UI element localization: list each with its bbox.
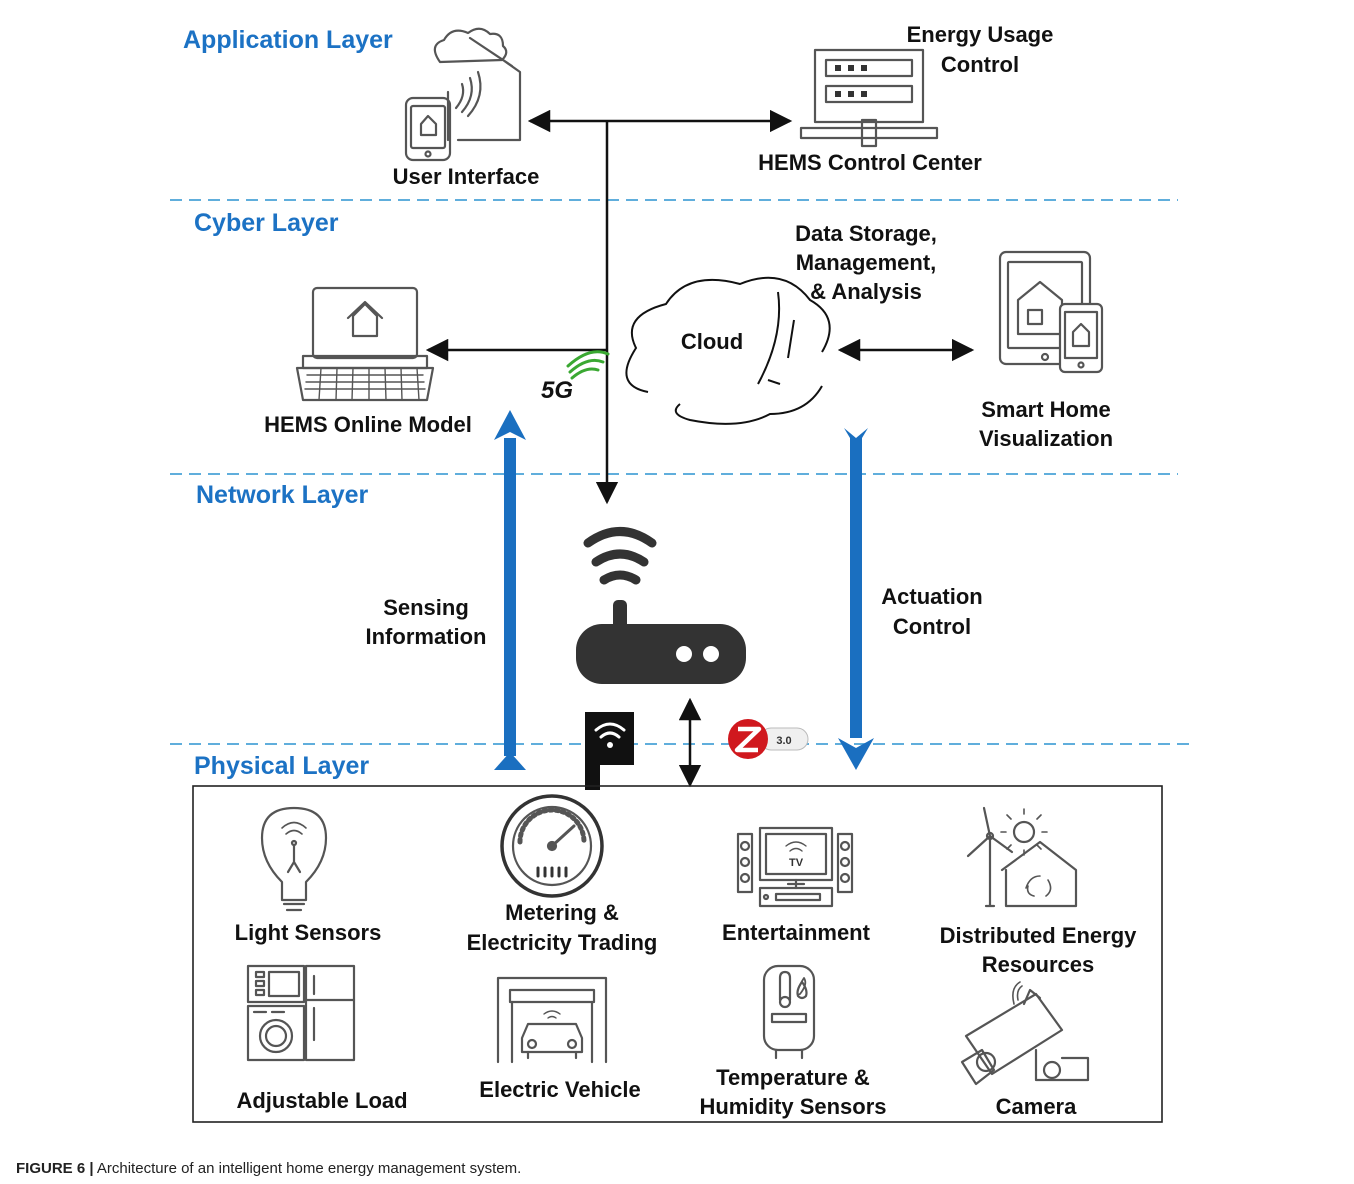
distributed-energy-icon — [966, 806, 1078, 908]
temperature-label-line2: Humidity Sensors — [699, 1094, 886, 1119]
wifi-flag-icon — [585, 712, 634, 790]
layer-dividers — [170, 199, 1190, 745]
physical-layer-title: Physical Layer — [194, 752, 369, 780]
5g-badge-text: 5G — [541, 377, 573, 404]
cyber-layer-title: Cyber Layer — [194, 209, 339, 237]
light-sensors-label: Light Sensors — [235, 920, 382, 945]
5g-icon: 5G — [541, 350, 610, 404]
tablet-phone-icon — [998, 250, 1104, 374]
garage-car-icon — [496, 976, 608, 1064]
thermo-hygrometer-icon — [762, 964, 816, 1060]
temperature-label-line1: Temperature & — [716, 1065, 870, 1090]
network-layer-title: Network Layer — [196, 481, 369, 509]
user-interface-icon — [404, 27, 522, 162]
tv-text: TV — [789, 857, 804, 869]
metering-label-line1: Metering & — [505, 900, 619, 925]
caption-text: Architecture of an intelligent home ener… — [93, 1160, 522, 1177]
distributed-energy-label-line2: Resources — [982, 952, 1095, 977]
architecture-diagram: Application Layer Cyber Layer Network La… — [170, 22, 1190, 1123]
adjustable-load-label: Adjustable Load — [236, 1088, 407, 1113]
laptop-icon — [295, 286, 435, 402]
data-storage-label-line2: Management, — [796, 250, 937, 275]
distributed-energy-label-line1: Distributed Energy — [940, 923, 1138, 948]
hems-online-model-label: HEMS Online Model — [264, 412, 472, 437]
camera-icon — [960, 981, 1090, 1086]
actuation-label-line2: Control — [893, 614, 971, 639]
smart-home-label-line2: Visualization — [979, 426, 1113, 451]
light-bulb-icon — [260, 806, 328, 912]
camera-label: Camera — [996, 1094, 1077, 1119]
hems-control-center-label: HEMS Control Center — [758, 150, 982, 175]
zigbee-version-text: 3.0 — [776, 735, 791, 747]
caption-label: FIGURE 6 | — [16, 1160, 94, 1177]
sensing-arrow — [494, 410, 526, 770]
metering-label-line2: Electricity Trading — [467, 930, 658, 955]
actuation-label-line1: Actuation — [881, 584, 982, 609]
zigbee-icon: 3.0 — [728, 719, 809, 759]
sensing-label-line1: Sensing — [383, 595, 469, 620]
user-interface-label: User Interface — [393, 164, 540, 189]
smart-home-label-line1: Smart Home — [981, 397, 1111, 422]
cloud-icon — [625, 276, 831, 425]
entertainment-label: Entertainment — [722, 920, 871, 945]
cloud-label: Cloud — [681, 329, 743, 354]
data-storage-label-line3: & Analysis — [810, 279, 922, 304]
data-storage-label-line1: Data Storage, — [795, 221, 937, 246]
physical-layer-box — [192, 785, 1163, 1123]
application-layer-title: Application Layer — [183, 26, 393, 54]
energy-usage-label-line2: Control — [941, 52, 1019, 77]
figure-caption: FIGURE 6 | Architecture of an intelligen… — [16, 1160, 521, 1177]
electric-vehicle-label: Electric Vehicle — [479, 1077, 640, 1102]
entertainment-icon — [736, 826, 854, 908]
energy-usage-label-line1: Energy Usage — [907, 22, 1054, 47]
server-icon — [799, 48, 939, 148]
actuation-arrow — [838, 428, 874, 770]
router-icon — [576, 527, 746, 684]
sensing-label-line2: Information — [366, 624, 487, 649]
appliances-icon — [246, 964, 356, 1062]
meter-gauge-icon — [500, 794, 604, 898]
